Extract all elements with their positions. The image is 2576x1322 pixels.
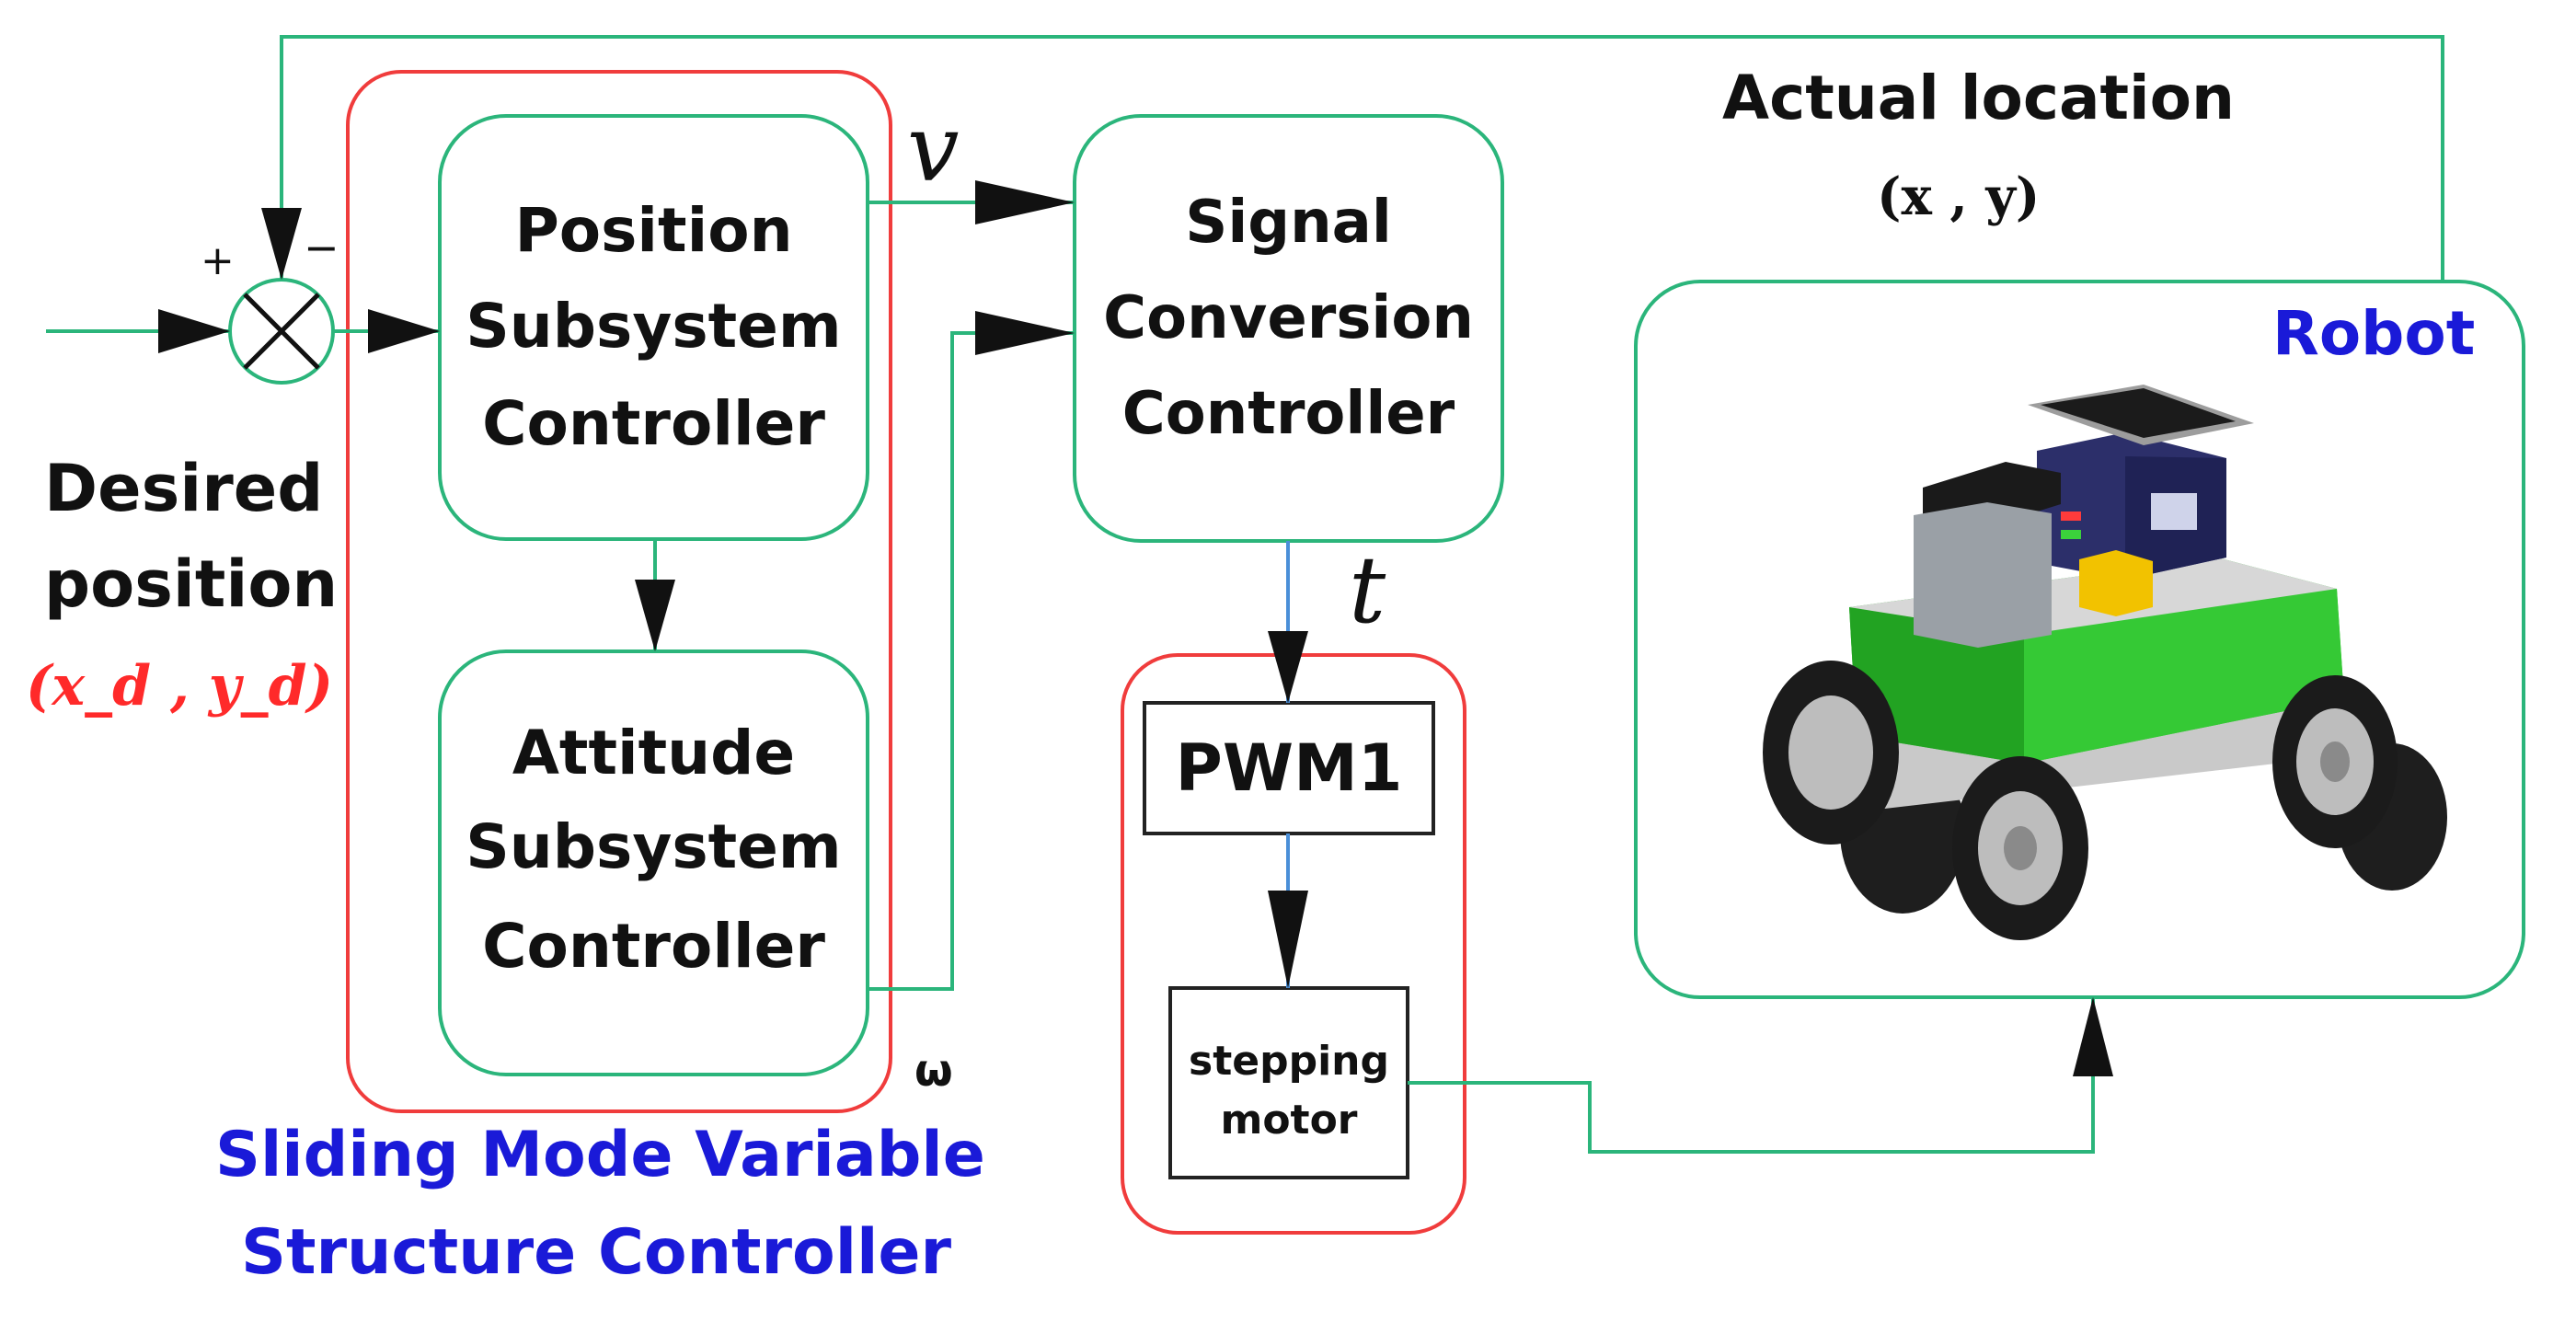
attitude-block-line3: Controller <box>482 911 825 982</box>
desired-coords: (x_d , y_d) <box>26 654 333 718</box>
feedback-line <box>280 35 2444 282</box>
smvsc-label-line1: Sliding Mode Variable <box>215 1119 985 1191</box>
actual-location-label: Actual location <box>1722 63 2236 133</box>
summing-junction-icon <box>228 278 335 385</box>
minus-sign: − <box>304 223 339 272</box>
position-block-line1: Position <box>514 195 793 266</box>
desired-label-line1: Desired <box>44 451 324 526</box>
motor-to-robot-line <box>1408 997 2095 1154</box>
signal-block-line3: Controller <box>1121 380 1455 448</box>
smvsc-frame <box>346 70 892 1113</box>
position-block-line3: Controller <box>482 388 825 459</box>
pwm-label: PWM1 <box>1175 730 1403 806</box>
arrowhead-position-in <box>368 309 440 353</box>
arrowhead-pwm <box>1268 631 1308 703</box>
stepping-motor-line1: stepping <box>1189 1038 1389 1085</box>
robot-title: Robot <box>2272 298 2476 369</box>
signal-block-line2: Conversion <box>1103 284 1474 352</box>
attitude-block-line2: Subsystem <box>466 811 842 882</box>
omega-line <box>868 331 1075 991</box>
arrowhead-input <box>158 309 230 353</box>
signal-omega: ω <box>914 1045 953 1097</box>
smvsc-label-line2: Structure Controller <box>241 1216 952 1289</box>
desired-label-line2: position <box>44 546 339 622</box>
signal-block-line1: Signal <box>1185 189 1392 257</box>
arrowhead-v <box>975 180 1075 224</box>
arrowhead-attitude <box>635 580 675 651</box>
robot-block <box>1634 280 2525 999</box>
arrowhead-robot <box>2073 997 2113 1076</box>
position-block-line2: Subsystem <box>466 291 842 362</box>
arrowhead-omega <box>975 311 1075 355</box>
robot-illustration <box>1763 385 2447 940</box>
attitude-block-line1: Attitude <box>512 718 796 788</box>
arrowhead-feedback <box>261 208 302 280</box>
signal-v: v <box>907 95 960 202</box>
stepping-motor-line2: motor <box>1220 1097 1358 1144</box>
arrowhead-motor <box>1268 891 1308 988</box>
actual-location-coords: (x , y) <box>1877 167 2041 227</box>
signal-t: t <box>1349 536 1386 644</box>
plus-sign: + <box>201 237 235 284</box>
